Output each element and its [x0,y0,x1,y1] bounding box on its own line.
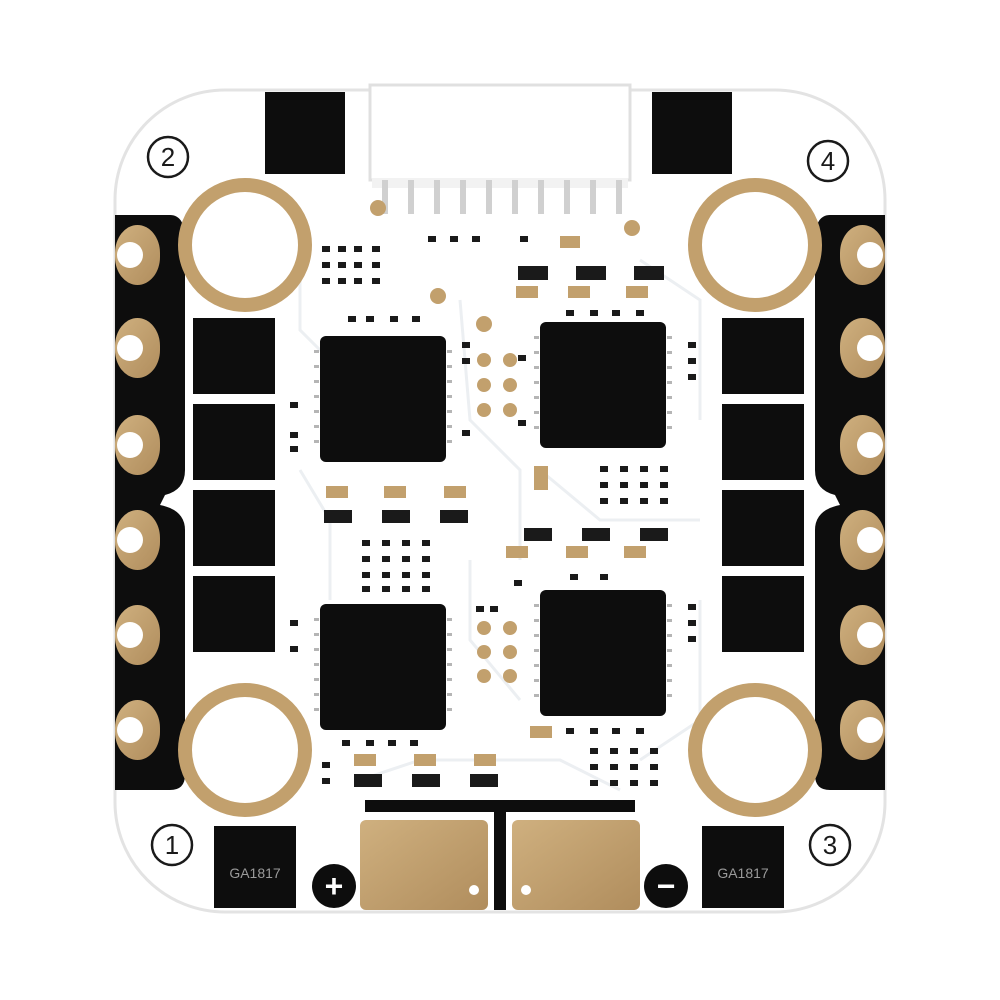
right-mosfets [722,318,804,652]
battery-pad-positive [360,820,488,910]
corner-label-4-ring [806,139,850,183]
corner-label-3: 3 [823,830,837,860]
plus-marker [312,864,356,908]
corner-label-2-ring [146,135,190,179]
left-mosfets [193,318,275,652]
mounting-holes [178,178,822,817]
corner-labels: 2 4 1 3 [146,135,852,867]
polarity-markers: + − [312,864,688,908]
left-motor-pads [115,215,185,790]
mosfet-marking-right: GA1817 [717,865,769,881]
mosfet-marking-left: GA1817 [229,865,281,881]
mosfet-bottom-right [702,826,784,908]
minus-label: − [657,868,676,904]
smd-components [290,236,696,787]
corner-label-2: 2 [161,142,175,172]
corner-label-1-ring [150,823,194,867]
battery-pads [360,800,640,910]
corner-label-1: 1 [165,830,179,860]
capacitors [326,236,648,766]
vias [430,288,517,683]
right-motor-pads [815,215,885,790]
battery-pad-negative [512,820,640,910]
bottom-mosfets: GA1817 GA1817 [214,826,784,908]
corner-label-4: 4 [821,146,835,176]
plus-label: + [325,868,344,904]
driver-chips [314,322,672,730]
corner-label-3-ring [808,823,852,867]
mosfet-bottom-left [214,826,296,908]
minus-marker [644,864,688,908]
top-components [265,83,732,236]
